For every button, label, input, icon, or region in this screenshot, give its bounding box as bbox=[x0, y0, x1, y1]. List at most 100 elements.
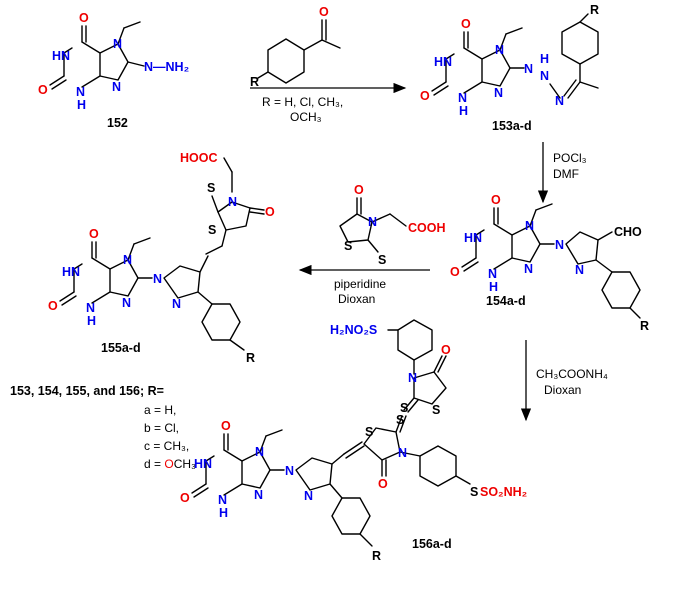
r-substituent: R bbox=[246, 351, 255, 365]
hn-label: HN bbox=[434, 55, 452, 69]
condition-r-values: R = H, Cl, CH₃, bbox=[262, 95, 343, 109]
n-atom: N bbox=[575, 263, 584, 277]
n-atom: N bbox=[524, 262, 533, 276]
condition-piperidine: piperidine bbox=[334, 277, 386, 291]
h-atom: H bbox=[77, 98, 86, 112]
n-atom: N bbox=[494, 86, 503, 100]
n-atom: N bbox=[254, 488, 263, 502]
compound-label-154: 154a-d bbox=[486, 294, 526, 308]
reagent-sulfonamide-rhodanine: H₂NO₂S O N S S bbox=[330, 319, 451, 427]
o-atom: O bbox=[319, 5, 329, 19]
compound-153: R O HN O N H N N N H N N 153a-d bbox=[420, 3, 599, 133]
hn-label: HN bbox=[194, 457, 212, 471]
s-atom: S bbox=[400, 401, 408, 415]
hydrazine-group: N—NH₂ bbox=[144, 60, 189, 74]
sulfur-atom: S bbox=[470, 485, 478, 499]
hn-label: HN bbox=[464, 231, 482, 245]
o-atom: O bbox=[491, 193, 501, 207]
n-atom: N bbox=[398, 446, 407, 460]
s-atom: S bbox=[365, 425, 373, 439]
o-atom: O bbox=[38, 83, 48, 97]
o-atom: O bbox=[48, 299, 58, 313]
n-atom: N bbox=[153, 272, 162, 286]
condition-r-values-2: OCH₃ bbox=[290, 110, 322, 124]
compound-label-152: 152 bbox=[107, 116, 128, 130]
o-atom: O bbox=[420, 89, 430, 103]
s-atom: S bbox=[432, 403, 440, 417]
condition-dioxan-2: Dioxan bbox=[544, 383, 581, 397]
s-atom: S bbox=[378, 253, 386, 267]
o-atom: O bbox=[89, 227, 99, 241]
compound-152: O HN O N H N N N—NH₂ 152 bbox=[38, 11, 189, 130]
n-atom: N bbox=[255, 445, 264, 459]
n-atom: N bbox=[76, 85, 85, 99]
r-group-d-suffix: CH₃ bbox=[174, 457, 196, 471]
condition-dmf: DMF bbox=[553, 167, 579, 181]
n-atom: N bbox=[540, 69, 549, 83]
hydrazone-n: N bbox=[524, 62, 533, 76]
s-atom: S bbox=[207, 181, 215, 195]
reagent-acetophenone: O R bbox=[250, 5, 341, 89]
compound-156: O HN O N H N N N N S S N O S SO₂NH₂ R 15… bbox=[180, 401, 527, 563]
condition-pocl3: POCl₃ bbox=[553, 151, 587, 165]
o-atom: O bbox=[354, 183, 364, 197]
r-group-d: d = OCH₃ bbox=[144, 457, 196, 471]
compound-label-156: 156a-d bbox=[412, 537, 452, 551]
n-atom: N bbox=[525, 219, 534, 233]
r-group-d-oxygen: O bbox=[164, 457, 173, 471]
sulfonamide-tail: SO₂NH₂ bbox=[480, 485, 527, 499]
hn-label: HN bbox=[62, 265, 80, 279]
r-group-d-prefix: d = bbox=[144, 457, 164, 471]
sulfonamide-group: H₂NO₂S bbox=[330, 323, 377, 337]
compound-label-153: 153a-d bbox=[492, 119, 532, 133]
h-atom: H bbox=[87, 314, 96, 328]
r-group-c: c = CH₃, bbox=[144, 439, 189, 453]
n-atom: N bbox=[368, 215, 377, 229]
n-atom: N bbox=[458, 91, 467, 105]
n-atom: N bbox=[555, 238, 564, 252]
n-atom: N bbox=[304, 489, 313, 503]
s-atom: S bbox=[208, 223, 216, 237]
r-group-legend: 153, 154, 155, and 156; R= a = H, b = Cl… bbox=[10, 384, 196, 471]
o-atom: O bbox=[221, 419, 231, 433]
n-atom: N bbox=[285, 464, 294, 478]
r-substituent: R bbox=[640, 319, 649, 333]
r-substituent: R bbox=[372, 549, 381, 563]
n-atom: N bbox=[228, 195, 237, 209]
condition-ammonium-acetate: CH₃COONH₄ bbox=[536, 367, 608, 381]
o-atom: O bbox=[378, 477, 388, 491]
n-atom: N bbox=[218, 493, 227, 507]
hooc-group: HOOC bbox=[180, 151, 218, 165]
o-atom: O bbox=[265, 205, 275, 219]
hn-label: HN bbox=[52, 49, 70, 63]
n-atom: N bbox=[112, 80, 121, 94]
reagent-rhodanine-acetic-acid: O N S S COOH bbox=[339, 183, 446, 267]
cooh-group: COOH bbox=[408, 221, 446, 235]
compound-154: O HN O N H N N N N CHO R 154a-d bbox=[450, 193, 649, 333]
r-group-a: a = H, bbox=[144, 403, 176, 417]
condition-dioxan: Dioxan bbox=[338, 292, 375, 306]
o-atom: O bbox=[461, 17, 471, 31]
n-atom: N bbox=[122, 296, 131, 310]
o-atom: O bbox=[450, 265, 460, 279]
h-atom: H bbox=[459, 104, 468, 118]
hydrazone-h: H bbox=[540, 52, 549, 66]
n-atom: N bbox=[555, 94, 564, 108]
compound-label-155: 155a-d bbox=[101, 341, 141, 355]
r-group-title: 153, 154, 155, and 156; R= bbox=[10, 384, 164, 398]
o-atom: O bbox=[441, 343, 451, 357]
n-atom: N bbox=[172, 297, 181, 311]
n-atom: N bbox=[495, 43, 504, 57]
n-atom: N bbox=[123, 253, 132, 267]
n-atom: N bbox=[86, 301, 95, 315]
o-atom: O bbox=[79, 11, 89, 25]
compound-155: HOOC S N S O O HN O N H N N N N R bbox=[48, 151, 275, 365]
r-substituent: R bbox=[250, 75, 259, 89]
s-atom: S bbox=[344, 239, 352, 253]
r-substituent: R bbox=[590, 3, 599, 17]
r-group-b: b = Cl, bbox=[144, 421, 179, 435]
o-atom: O bbox=[180, 491, 190, 505]
h-atom: H bbox=[489, 280, 498, 294]
n-atom: N bbox=[113, 37, 122, 51]
